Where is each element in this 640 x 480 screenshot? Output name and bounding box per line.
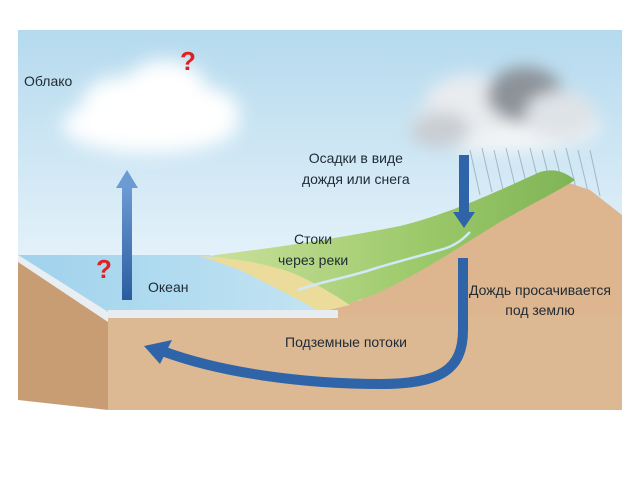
label-groundwater: Подземные потоки	[285, 334, 407, 350]
label-precipitation: Осадки в виде дождя или снега	[302, 150, 410, 187]
question-mark-ocean: ?	[96, 254, 112, 284]
cloud-right	[410, 67, 600, 153]
evaporation-arrow	[116, 170, 138, 300]
question-mark-cloud: ?	[180, 46, 196, 76]
ocean-edge	[18, 255, 108, 322]
label-ocean: Океан	[148, 279, 189, 295]
soil-front	[108, 316, 622, 410]
soil-left	[18, 255, 108, 410]
land-hill	[300, 180, 622, 316]
label-infiltration: Дождь просачивается под землю	[469, 282, 611, 318]
beach	[200, 256, 350, 312]
cloud-left	[62, 60, 239, 153]
precipitation-arrow	[453, 155, 475, 228]
river	[297, 231, 471, 292]
ocean-surface	[18, 255, 330, 312]
label-cloud: Облако	[24, 73, 73, 89]
ocean-edge-front	[108, 310, 338, 318]
groundwater-arrow	[144, 258, 468, 390]
label-runoff: Стоки через реки	[278, 231, 349, 268]
